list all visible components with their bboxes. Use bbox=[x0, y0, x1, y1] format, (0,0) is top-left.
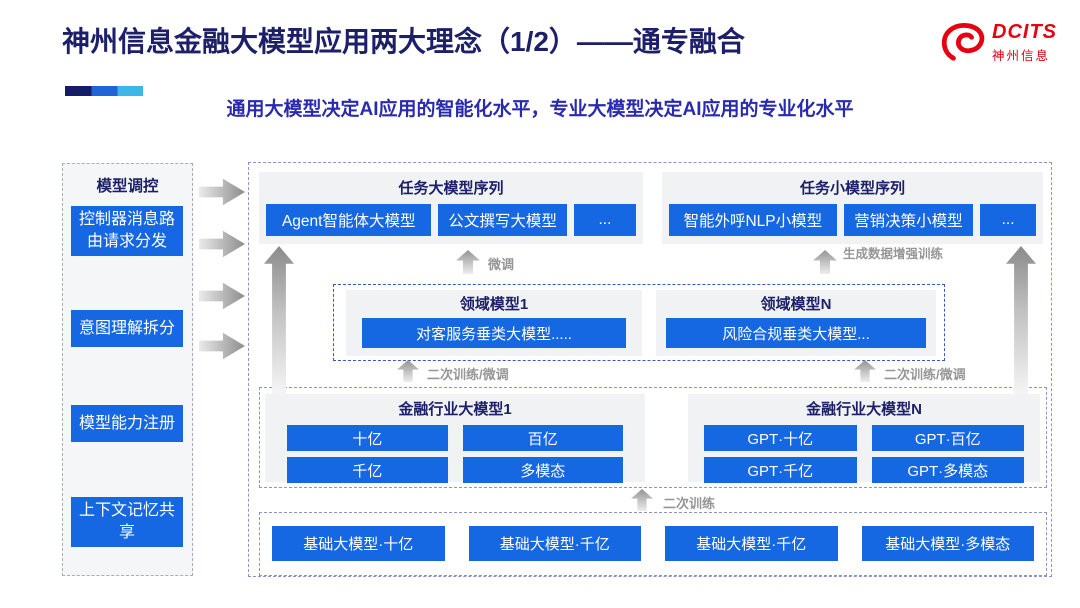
base-model-row: 基础大模型·十亿 基础大模型·千亿 基础大模型·千亿 基础大模型·多模态 bbox=[260, 513, 1046, 561]
domain-model-n-box: 领域模型N 风险合规垂类大模型... bbox=[656, 290, 936, 356]
logo-text: DCITS 神州信息 bbox=[992, 22, 1057, 64]
domain-model-1-title: 领域模型1 bbox=[459, 296, 529, 313]
domain-model-1-box: 领域模型1 对客服务垂类大模型..... bbox=[346, 290, 642, 356]
logo-brand-cn: 神州信息 bbox=[992, 49, 1051, 63]
sidebar-item-capability-register: 模型能力注册 bbox=[71, 405, 183, 442]
node-customer-service-vertical-model: 对客服务垂类大模型..... bbox=[362, 318, 626, 348]
node-more-large-models: ... bbox=[573, 204, 636, 236]
domain-model-n-title: 领域模型N bbox=[760, 296, 832, 313]
domain-model-group: 领域模型1 对客服务垂类大模型..... 领域模型N 风险合规垂类大模型... bbox=[333, 284, 945, 361]
dcits-swirl-icon bbox=[941, 23, 985, 61]
node-base-model-multimodal: 基础大模型·多模态 bbox=[861, 526, 1034, 561]
node-outbound-nlp-small-model: 智能外呼NLP小模型 bbox=[669, 204, 837, 236]
sidebar-item-context-memory: 上下文记忆共享 bbox=[71, 497, 183, 547]
model-control-title: 模型调控 bbox=[96, 178, 159, 195]
flow-arrow-up-tall-icon bbox=[1006, 246, 1036, 394]
flow-arrow-up-icon bbox=[813, 250, 837, 274]
node-gpt-hundred-billion: GPT·千亿 bbox=[704, 457, 857, 483]
node-marketing-decision-small-model: 营销决策小模型 bbox=[843, 204, 974, 236]
node-risk-compliance-vertical-model: 风险合规垂类大模型... bbox=[666, 318, 926, 348]
page-title: 神州信息金融大模型应用两大理念（1/2）——通专融合 bbox=[62, 26, 745, 57]
sidebar-item-intent-split: 意图理解拆分 bbox=[71, 310, 183, 347]
task-large-model-title: 任务大模型序列 bbox=[398, 180, 504, 197]
node-base-model-billion: 基础大模型·十亿 bbox=[272, 526, 445, 561]
node-doc-writing-large-model: 公文撰写大模型 bbox=[438, 204, 567, 236]
industry-model-1-box: 金融行业大模型1 十亿 百亿 千亿 多模态 bbox=[265, 394, 645, 483]
node-billion: 十亿 bbox=[287, 425, 448, 451]
label-retrain-finetune-right: 二次训练/微调 bbox=[884, 367, 966, 382]
node-hundred-billion: 千亿 bbox=[287, 457, 448, 483]
industry-model-1-title: 金融行业大模型1 bbox=[398, 401, 512, 418]
flow-arrow-up-icon bbox=[854, 360, 876, 382]
dcits-logo: DCITS 神州信息 bbox=[940, 22, 1057, 64]
flow-arrow-up-icon bbox=[456, 250, 480, 274]
industry-model-1-grid: 十亿 百亿 千亿 多模态 bbox=[265, 419, 645, 483]
flow-arrow-up-icon bbox=[397, 360, 419, 382]
flow-arrow-right-icon bbox=[199, 178, 245, 206]
task-large-model-box: 任务大模型序列 Agent智能体大模型 公文撰写大模型 ... bbox=[259, 172, 643, 244]
node-gpt-billion: GPT·十亿 bbox=[704, 425, 857, 451]
node-ten-billion: 百亿 bbox=[462, 425, 623, 451]
label-retrain-finetune-left: 二次训练/微调 bbox=[427, 367, 509, 382]
flow-arrow-right-icon bbox=[199, 332, 245, 360]
flow-arrow-right-icon bbox=[199, 230, 245, 258]
model-control-panel: 模型调控 控制器消息路由请求分发 意图理解拆分 模型能力注册 上下文记忆共享 bbox=[62, 163, 193, 576]
flow-arrow-up-icon bbox=[631, 489, 653, 511]
base-model-group: 基础大模型·十亿 基础大模型·千亿 基础大模型·千亿 基础大模型·多模态 bbox=[259, 512, 1047, 576]
title-accent-bar bbox=[65, 86, 143, 96]
flow-arrow-right-icon bbox=[199, 282, 245, 310]
task-small-model-title: 任务小模型序列 bbox=[799, 180, 905, 197]
node-gpt-ten-billion: GPT·百亿 bbox=[871, 425, 1024, 451]
industry-model-group: 金融行业大模型1 十亿 百亿 千亿 多模态 金融行业大模型N GPT·十亿 GP… bbox=[259, 387, 1047, 488]
industry-model-n-grid: GPT·十亿 GPT·百亿 GPT·千亿 GPT·多模态 bbox=[688, 419, 1040, 483]
node-base-model-hundred-billion-a: 基础大模型·千亿 bbox=[468, 526, 641, 561]
slide-subtitle: 通用大模型决定AI应用的智能化水平，专业大模型决定AI应用的专业化水平 bbox=[226, 99, 854, 120]
logo-brand: DCITS bbox=[992, 21, 1057, 43]
node-more-small-models: ... bbox=[980, 204, 1036, 236]
label-gen-data-train: 生成数据增强训练 bbox=[843, 247, 944, 261]
industry-model-n-box: 金融行业大模型N GPT·十亿 GPT·百亿 GPT·千亿 GPT·多模态 bbox=[688, 394, 1040, 483]
node-agent-large-model: Agent智能体大模型 bbox=[266, 204, 432, 236]
node-multimodal: 多模态 bbox=[462, 457, 623, 483]
task-large-model-row: Agent智能体大模型 公文撰写大模型 ... bbox=[259, 198, 643, 236]
sidebar-item-router-dispatch: 控制器消息路由请求分发 bbox=[71, 206, 183, 256]
flow-arrow-up-tall-icon bbox=[264, 246, 294, 394]
label-retrain: 二次训练 bbox=[663, 496, 716, 511]
node-gpt-multimodal: GPT·多模态 bbox=[871, 457, 1024, 483]
node-base-model-hundred-billion-b: 基础大模型·千亿 bbox=[665, 526, 838, 561]
task-small-model-row: 智能外呼NLP小模型 营销决策小模型 ... bbox=[662, 198, 1043, 236]
industry-model-n-title: 金融行业大模型N bbox=[806, 401, 922, 418]
task-small-model-box: 任务小模型序列 智能外呼NLP小模型 营销决策小模型 ... bbox=[662, 172, 1043, 244]
label-fine-tune: 微调 bbox=[488, 257, 515, 272]
architecture-panel: 任务大模型序列 Agent智能体大模型 公文撰写大模型 ... 任务小模型序列 … bbox=[248, 162, 1052, 577]
